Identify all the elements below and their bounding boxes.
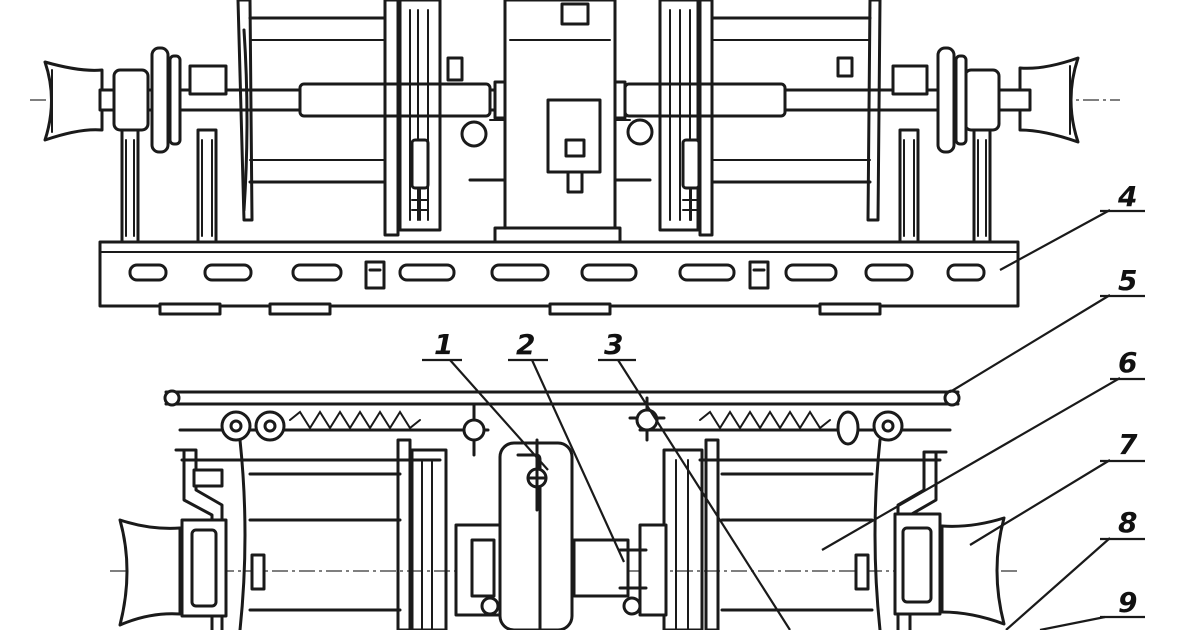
leader-5 bbox=[949, 294, 1111, 393]
callout-6: 6 bbox=[1118, 346, 1137, 379]
springs bbox=[220, 410, 904, 446]
leader-3 bbox=[617, 359, 791, 630]
callout-9: 9 bbox=[1118, 586, 1137, 619]
callout-5: 5 bbox=[1118, 264, 1137, 297]
leader-8 bbox=[1005, 537, 1111, 630]
plan-view bbox=[110, 389, 1020, 630]
warping-head-left bbox=[43, 60, 104, 142]
front-view bbox=[30, 0, 1120, 316]
leader-7 bbox=[969, 459, 1111, 546]
callout-3: 3 bbox=[604, 328, 623, 361]
leader-6 bbox=[821, 377, 1121, 551]
drum-right-plan bbox=[662, 438, 882, 630]
warping-head-right bbox=[1018, 56, 1080, 144]
base-frame bbox=[98, 240, 1020, 316]
callout-8: 8 bbox=[1118, 506, 1137, 539]
leader-1 bbox=[449, 359, 549, 471]
callout-2: 2 bbox=[516, 328, 535, 361]
leader-4 bbox=[999, 209, 1111, 271]
callout-4: 4 bbox=[1117, 180, 1137, 213]
leader-9 bbox=[1039, 615, 1106, 630]
warping-head-right-plan bbox=[893, 512, 1006, 626]
callouts: 4 5 6 7 8 9 1 2 3 bbox=[422, 180, 1145, 630]
central-gearbox bbox=[468, 0, 652, 244]
warping-head-left-plan bbox=[118, 518, 228, 627]
callout-7: 7 bbox=[1118, 428, 1138, 461]
brake-assemblies bbox=[410, 118, 701, 221]
leader-2 bbox=[530, 359, 626, 563]
center-frame bbox=[498, 438, 574, 630]
bearing-pedestals bbox=[112, 64, 1001, 244]
callout-1: 1 bbox=[434, 328, 453, 361]
sprockets-top bbox=[150, 46, 968, 154]
drum-left-plan bbox=[238, 438, 448, 630]
